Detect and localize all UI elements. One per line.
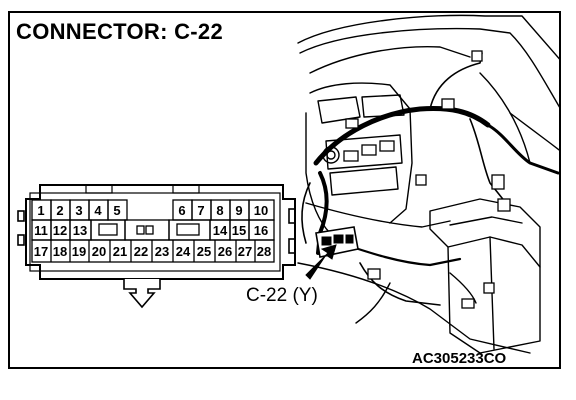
pin-17: 17 xyxy=(34,244,48,259)
pin-9: 9 xyxy=(235,203,242,218)
connector-callout-label: C-22 (Y) xyxy=(246,285,318,306)
pin-10: 10 xyxy=(254,203,268,218)
pin-6: 6 xyxy=(178,203,185,218)
c22-connector-location xyxy=(315,226,359,258)
pin-20: 20 xyxy=(92,244,106,259)
pin-14: 14 xyxy=(213,223,228,238)
harness-connectors xyxy=(343,50,511,309)
pin-11: 11 xyxy=(34,223,48,238)
wiring-harness xyxy=(301,52,559,324)
pin-8: 8 xyxy=(216,203,223,218)
pin-24: 24 xyxy=(176,244,191,259)
pin-18: 18 xyxy=(53,244,67,259)
pin-26: 26 xyxy=(218,244,232,259)
pin-28: 28 xyxy=(257,244,271,259)
pin-21: 21 xyxy=(113,244,127,259)
pin-12: 12 xyxy=(53,223,67,238)
pin-25: 25 xyxy=(197,244,211,259)
pin-7: 7 xyxy=(197,203,204,218)
pin-16: 16 xyxy=(254,223,268,238)
pin-23: 23 xyxy=(155,244,169,259)
pin-22: 22 xyxy=(134,244,148,259)
pin-19: 19 xyxy=(72,244,86,259)
pin-5: 5 xyxy=(113,203,120,218)
callout-arrow xyxy=(305,244,337,280)
connector-face xyxy=(17,184,296,280)
diagram-frame: 1 2 3 4 5 6 7 8 9 10 11 12 13 14 15 16 1… xyxy=(8,11,561,369)
pin-4: 4 xyxy=(94,203,102,218)
pin-2: 2 xyxy=(56,203,63,218)
figure-code: AC305233CO xyxy=(412,350,507,367)
dashboard-illustration xyxy=(297,14,559,354)
page-title: CONNECTOR: C-22 xyxy=(16,19,224,44)
pin-15: 15 xyxy=(232,223,246,238)
pin-3: 3 xyxy=(75,203,82,218)
pin-numbers: 1 2 3 4 5 6 7 8 9 10 11 12 13 14 15 16 1… xyxy=(34,203,271,259)
connector-lock-tab-arrow xyxy=(123,279,161,309)
diagram-canvas: 1 2 3 4 5 6 7 8 9 10 11 12 13 14 15 16 1… xyxy=(17,14,559,354)
pin-27: 27 xyxy=(238,244,252,259)
pin-13: 13 xyxy=(73,223,87,238)
pin-1: 1 xyxy=(37,203,44,218)
connector-cell-grid xyxy=(31,199,275,263)
